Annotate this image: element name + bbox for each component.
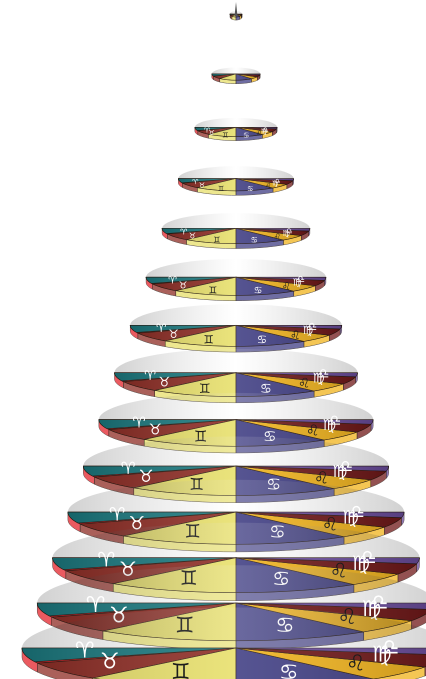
- aries-glyph: ♈: [180, 227, 187, 237]
- tier-shading: [194, 117, 278, 137]
- libra-glyph: ♎: [274, 177, 280, 185]
- gemini-glyph: ♊: [218, 185, 224, 193]
- spiral-tier: ♈♉ ♊ ♋ ♌♍♎: [21, 607, 426, 679]
- spiral-layers: ♈♉♊♋♌♍♎♈♉♊♋♌♍♎♈♉♊♋♌♍♎♈♉♊♋♌♍♎♈♉♊♋♌♍♎♈♉♊♋♌…: [21, 2, 426, 679]
- libra-glyph: ♎: [359, 545, 377, 569]
- libra-glyph: ♎: [338, 456, 353, 476]
- tier-shading: [114, 348, 358, 397]
- aries-glyph: ♈: [156, 321, 167, 335]
- tier-shading: [130, 304, 342, 347]
- aries-glyph: ♈: [204, 127, 211, 135]
- tier-shading: [22, 607, 426, 679]
- virgo-glyph: ♍: [342, 508, 359, 529]
- gemini-glyph: ♊: [222, 132, 228, 140]
- virgo-glyph: ♍: [313, 371, 325, 386]
- taurus-glyph: ♉: [209, 129, 215, 137]
- taurus-glyph: ♉: [189, 231, 196, 241]
- libra-glyph: ♎: [307, 320, 317, 334]
- taurus-glyph: ♉: [100, 650, 120, 675]
- taurus-glyph: ♉: [148, 421, 162, 439]
- virgo-glyph: ♍: [293, 278, 302, 289]
- libra-glyph: ♎: [328, 411, 342, 429]
- aries-glyph: ♈: [168, 276, 177, 287]
- gemini-glyph: ♊: [171, 660, 191, 679]
- tier-shading: [178, 166, 294, 191]
- tier-shading: [98, 392, 374, 447]
- libra-glyph: ♎: [317, 367, 329, 382]
- tier-shading: [211, 67, 261, 81]
- segment-edge-libra: [339, 325, 343, 336]
- leo-glyph: ♌: [274, 231, 281, 241]
- gemini-glyph: ♊: [208, 285, 217, 296]
- aries-glyph: ♈: [132, 413, 146, 431]
- virgo-glyph: ♍: [261, 128, 268, 136]
- virgo-glyph: ♍: [323, 416, 337, 434]
- virgo-glyph: ♍: [372, 643, 392, 668]
- virgo-glyph: ♍: [303, 323, 313, 337]
- spiral-tier: ♈♉ ♊ ♋ ♌♍♎: [194, 117, 278, 141]
- taurus-glyph: ♉: [138, 466, 153, 486]
- spiral-tip: [234, 2, 238, 16]
- leo-glyph: ♌: [346, 651, 366, 676]
- aries-glyph: ♈: [109, 505, 126, 526]
- virgo-glyph: ♍: [332, 461, 347, 481]
- tier-shading: [146, 259, 326, 296]
- leo-glyph: ♌: [314, 467, 329, 487]
- taurus-glyph: ♉: [158, 376, 170, 391]
- aries-glyph: ♈: [121, 458, 136, 478]
- spiral-tier: ♈♉ ♊ ♋ ♌♍♎: [129, 304, 343, 353]
- aries-glyph: ♈: [144, 369, 156, 384]
- spiral-tier: [211, 67, 261, 84]
- leo-glyph: ♌: [265, 182, 271, 190]
- taurus-glyph: ♉: [199, 182, 205, 190]
- virgo-glyph: ♍: [272, 179, 279, 187]
- taurus-glyph: ♉: [179, 281, 188, 292]
- aries-glyph: ♈: [192, 178, 199, 186]
- virgo-glyph: ♍: [283, 228, 290, 238]
- cancer-glyph: ♋: [247, 185, 253, 193]
- aries-glyph: ♈: [86, 593, 106, 618]
- tier-shading: [83, 436, 389, 496]
- gemini-glyph: ♊: [213, 235, 220, 245]
- libra-glyph: ♎: [369, 590, 389, 615]
- spiral-tier: ♈♉ ♊ ♋ ♌♍♎: [114, 348, 358, 404]
- aries-glyph: ♈: [75, 639, 95, 664]
- cancer-glyph: ♋: [260, 382, 272, 397]
- leo-glyph: ♌: [282, 282, 291, 293]
- leo-glyph: ♌: [298, 377, 310, 392]
- cancer-glyph: ♋: [243, 132, 249, 140]
- virgo-glyph: ♍: [352, 551, 370, 575]
- spiral-tier: ♈♉ ♊ ♋ ♌♍♎: [161, 213, 311, 249]
- libra-glyph: ♎: [296, 274, 305, 285]
- spiral-tier: ♈♉ ♊ ♋ ♌♍♎: [145, 259, 327, 301]
- gemini-glyph: ♊: [199, 382, 211, 397]
- cancer-glyph: ♋: [254, 286, 263, 297]
- cancer-glyph: ♋: [251, 235, 258, 245]
- libra-glyph: ♎: [348, 502, 365, 523]
- spiral-tier: ♈♉ ♊ ♋ ♌♍♎: [178, 166, 294, 196]
- segment-edge-libra: [355, 372, 358, 384]
- libra-glyph: ♎: [380, 636, 400, 661]
- leo-glyph: ♌: [256, 130, 262, 138]
- taurus-glyph: ♉: [168, 327, 178, 341]
- gemini-glyph: ♊: [203, 332, 213, 346]
- cancer-glyph: ♋: [279, 660, 299, 679]
- virgo-glyph: ♍: [361, 597, 381, 622]
- tier-shading: [162, 213, 310, 244]
- libra-glyph: ♎: [262, 126, 268, 134]
- aries-glyph: ♈: [97, 548, 115, 572]
- cancer-glyph: ♋: [257, 333, 267, 347]
- leo-glyph: ♌: [306, 422, 320, 440]
- libra-glyph: ♎: [285, 225, 292, 235]
- leo-glyph: ♌: [290, 328, 300, 342]
